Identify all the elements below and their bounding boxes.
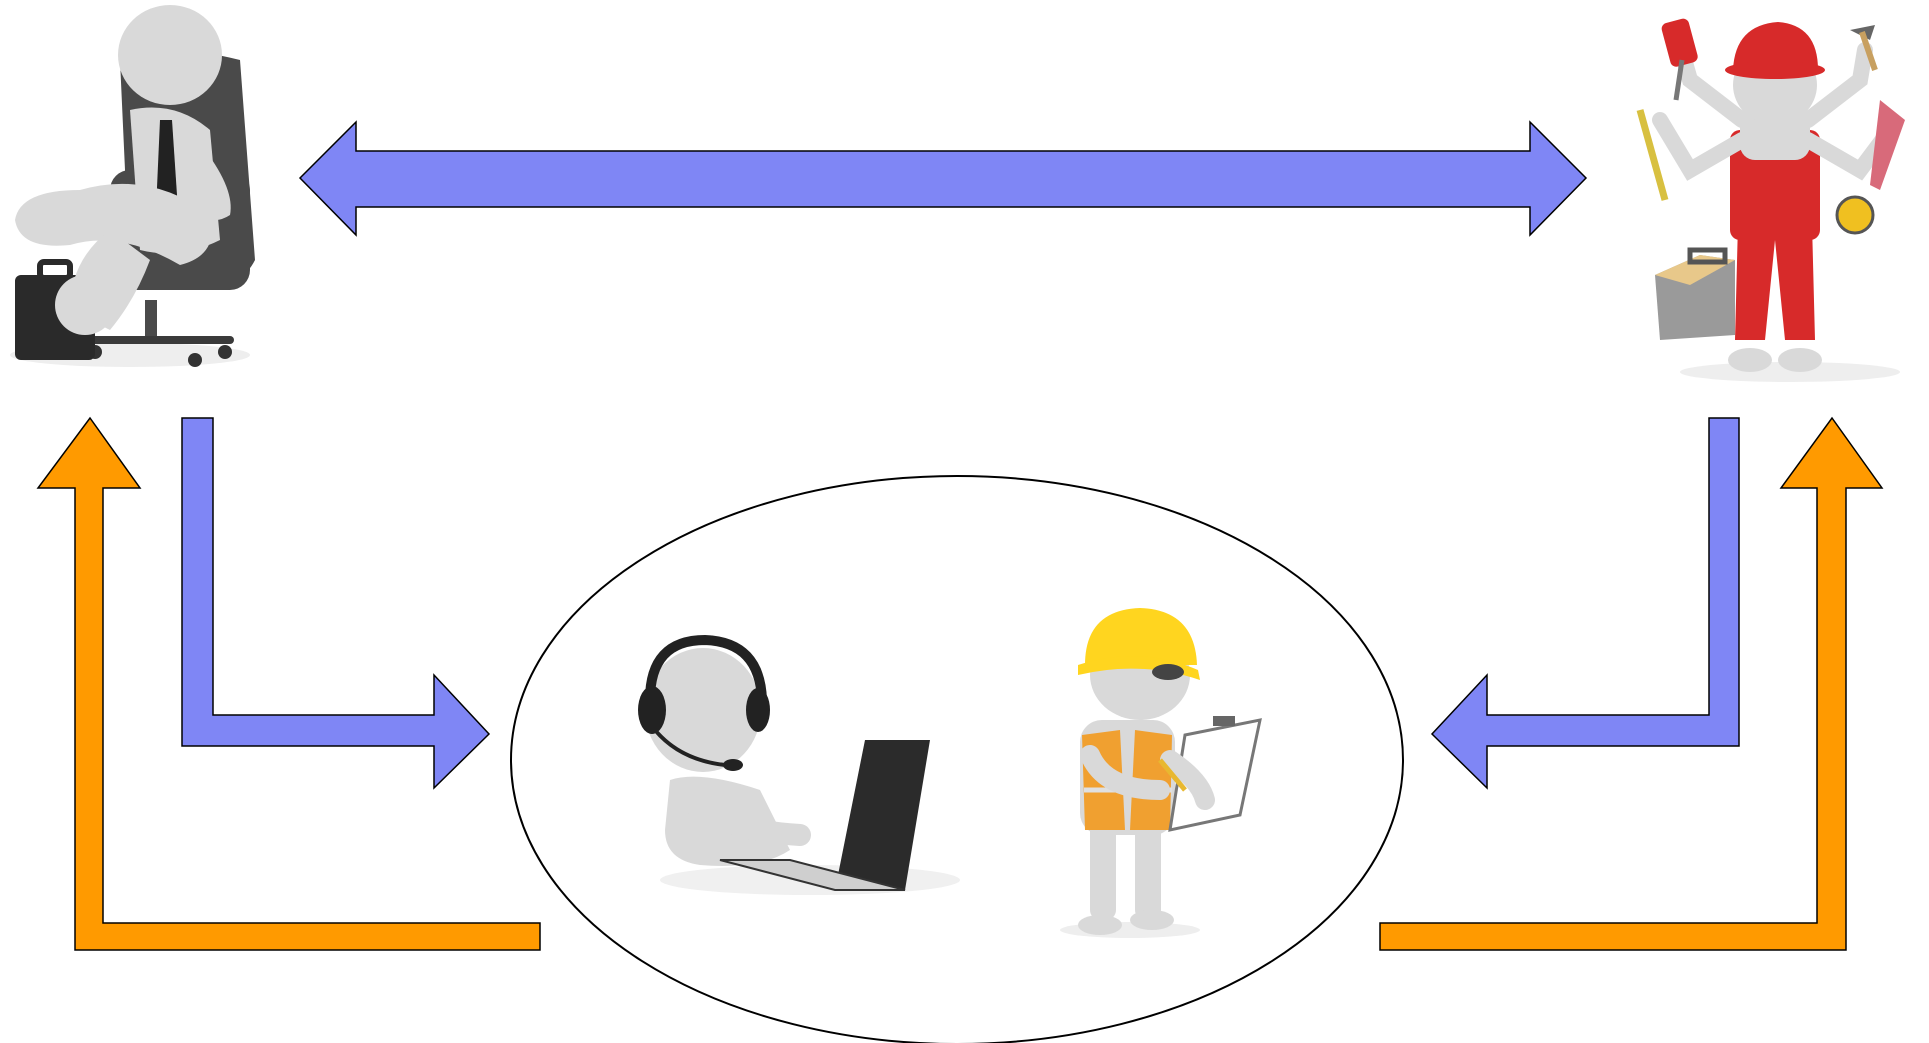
team-to-manager-arrow xyxy=(38,418,540,950)
headset-laptop-figure-icon xyxy=(638,640,960,895)
hardhat-clipboard-figure-icon xyxy=(1060,608,1260,938)
manager-handyman-arrow xyxy=(300,122,1586,235)
team-to-handyman-arrow xyxy=(1380,418,1882,950)
handyman-figure-icon xyxy=(1640,17,1905,382)
manager-to-team-arrow xyxy=(182,418,489,788)
team-ellipse xyxy=(511,476,1403,1043)
manager-figure-icon xyxy=(10,5,255,367)
handyman-to-team-arrow xyxy=(1432,418,1739,788)
